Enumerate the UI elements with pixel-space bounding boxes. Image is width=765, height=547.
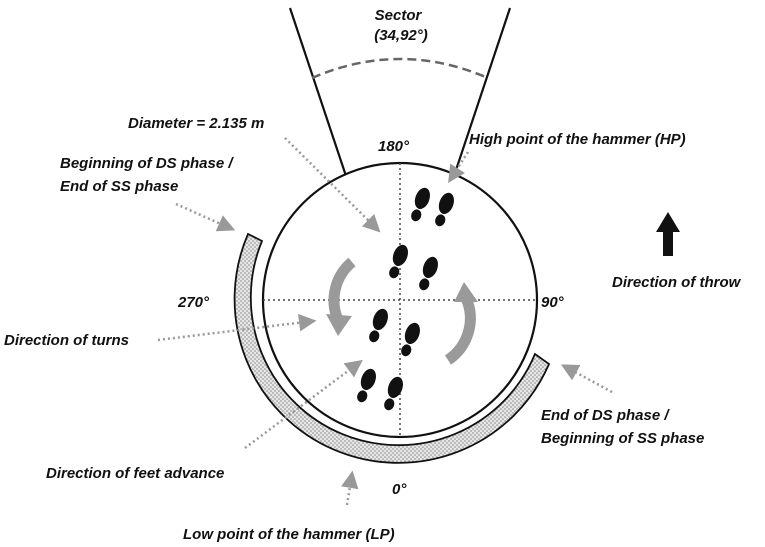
pointer-arrows [157, 137, 613, 506]
pointer-beginning-ds [175, 202, 236, 232]
sector-angle: (34,92°) [374, 27, 428, 44]
end-ds-line2: Beginning of SS phase [541, 430, 704, 447]
degree-90: 90° [541, 294, 565, 311]
pointer-feet-advance [244, 359, 363, 450]
end-ds-line1: End of DS phase / [541, 407, 670, 424]
direction-feet-label: Direction of feet advance [46, 465, 224, 482]
degree-270: 270° [177, 294, 210, 311]
beginning-ds-line2: End of SS phase [60, 178, 178, 195]
pointer-direction-turns [157, 314, 317, 342]
pointer-diameter [284, 137, 381, 233]
diameter-label: Diameter = 2.135 m [128, 115, 264, 132]
pointer-high-point [448, 151, 470, 183]
turn-arrow-right [444, 282, 478, 365]
sector-angle-arc [311, 57, 489, 80]
low-point-label: Low point of the hammer (LP) [183, 526, 395, 543]
turn-arrow-left [326, 257, 356, 336]
sector-line-right [450, 7, 512, 183]
sector-line-left [288, 7, 350, 183]
pointer-low-point [341, 470, 359, 506]
degree-180: 180° [378, 138, 410, 155]
high-point-label: High point of the hammer (HP) [469, 131, 686, 148]
direction-of-turns-label: Direction of turns [4, 332, 129, 349]
ds-phase-band [233, 232, 551, 464]
beginning-ds-line1: Beginning of DS phase / [60, 155, 234, 172]
degree-0: 0° [392, 481, 407, 498]
pointer-end-ds [560, 364, 613, 394]
sector-title: Sector [375, 7, 423, 24]
direction-of-throw-label: Direction of throw [612, 274, 742, 291]
arrow-up-icon [656, 212, 680, 256]
